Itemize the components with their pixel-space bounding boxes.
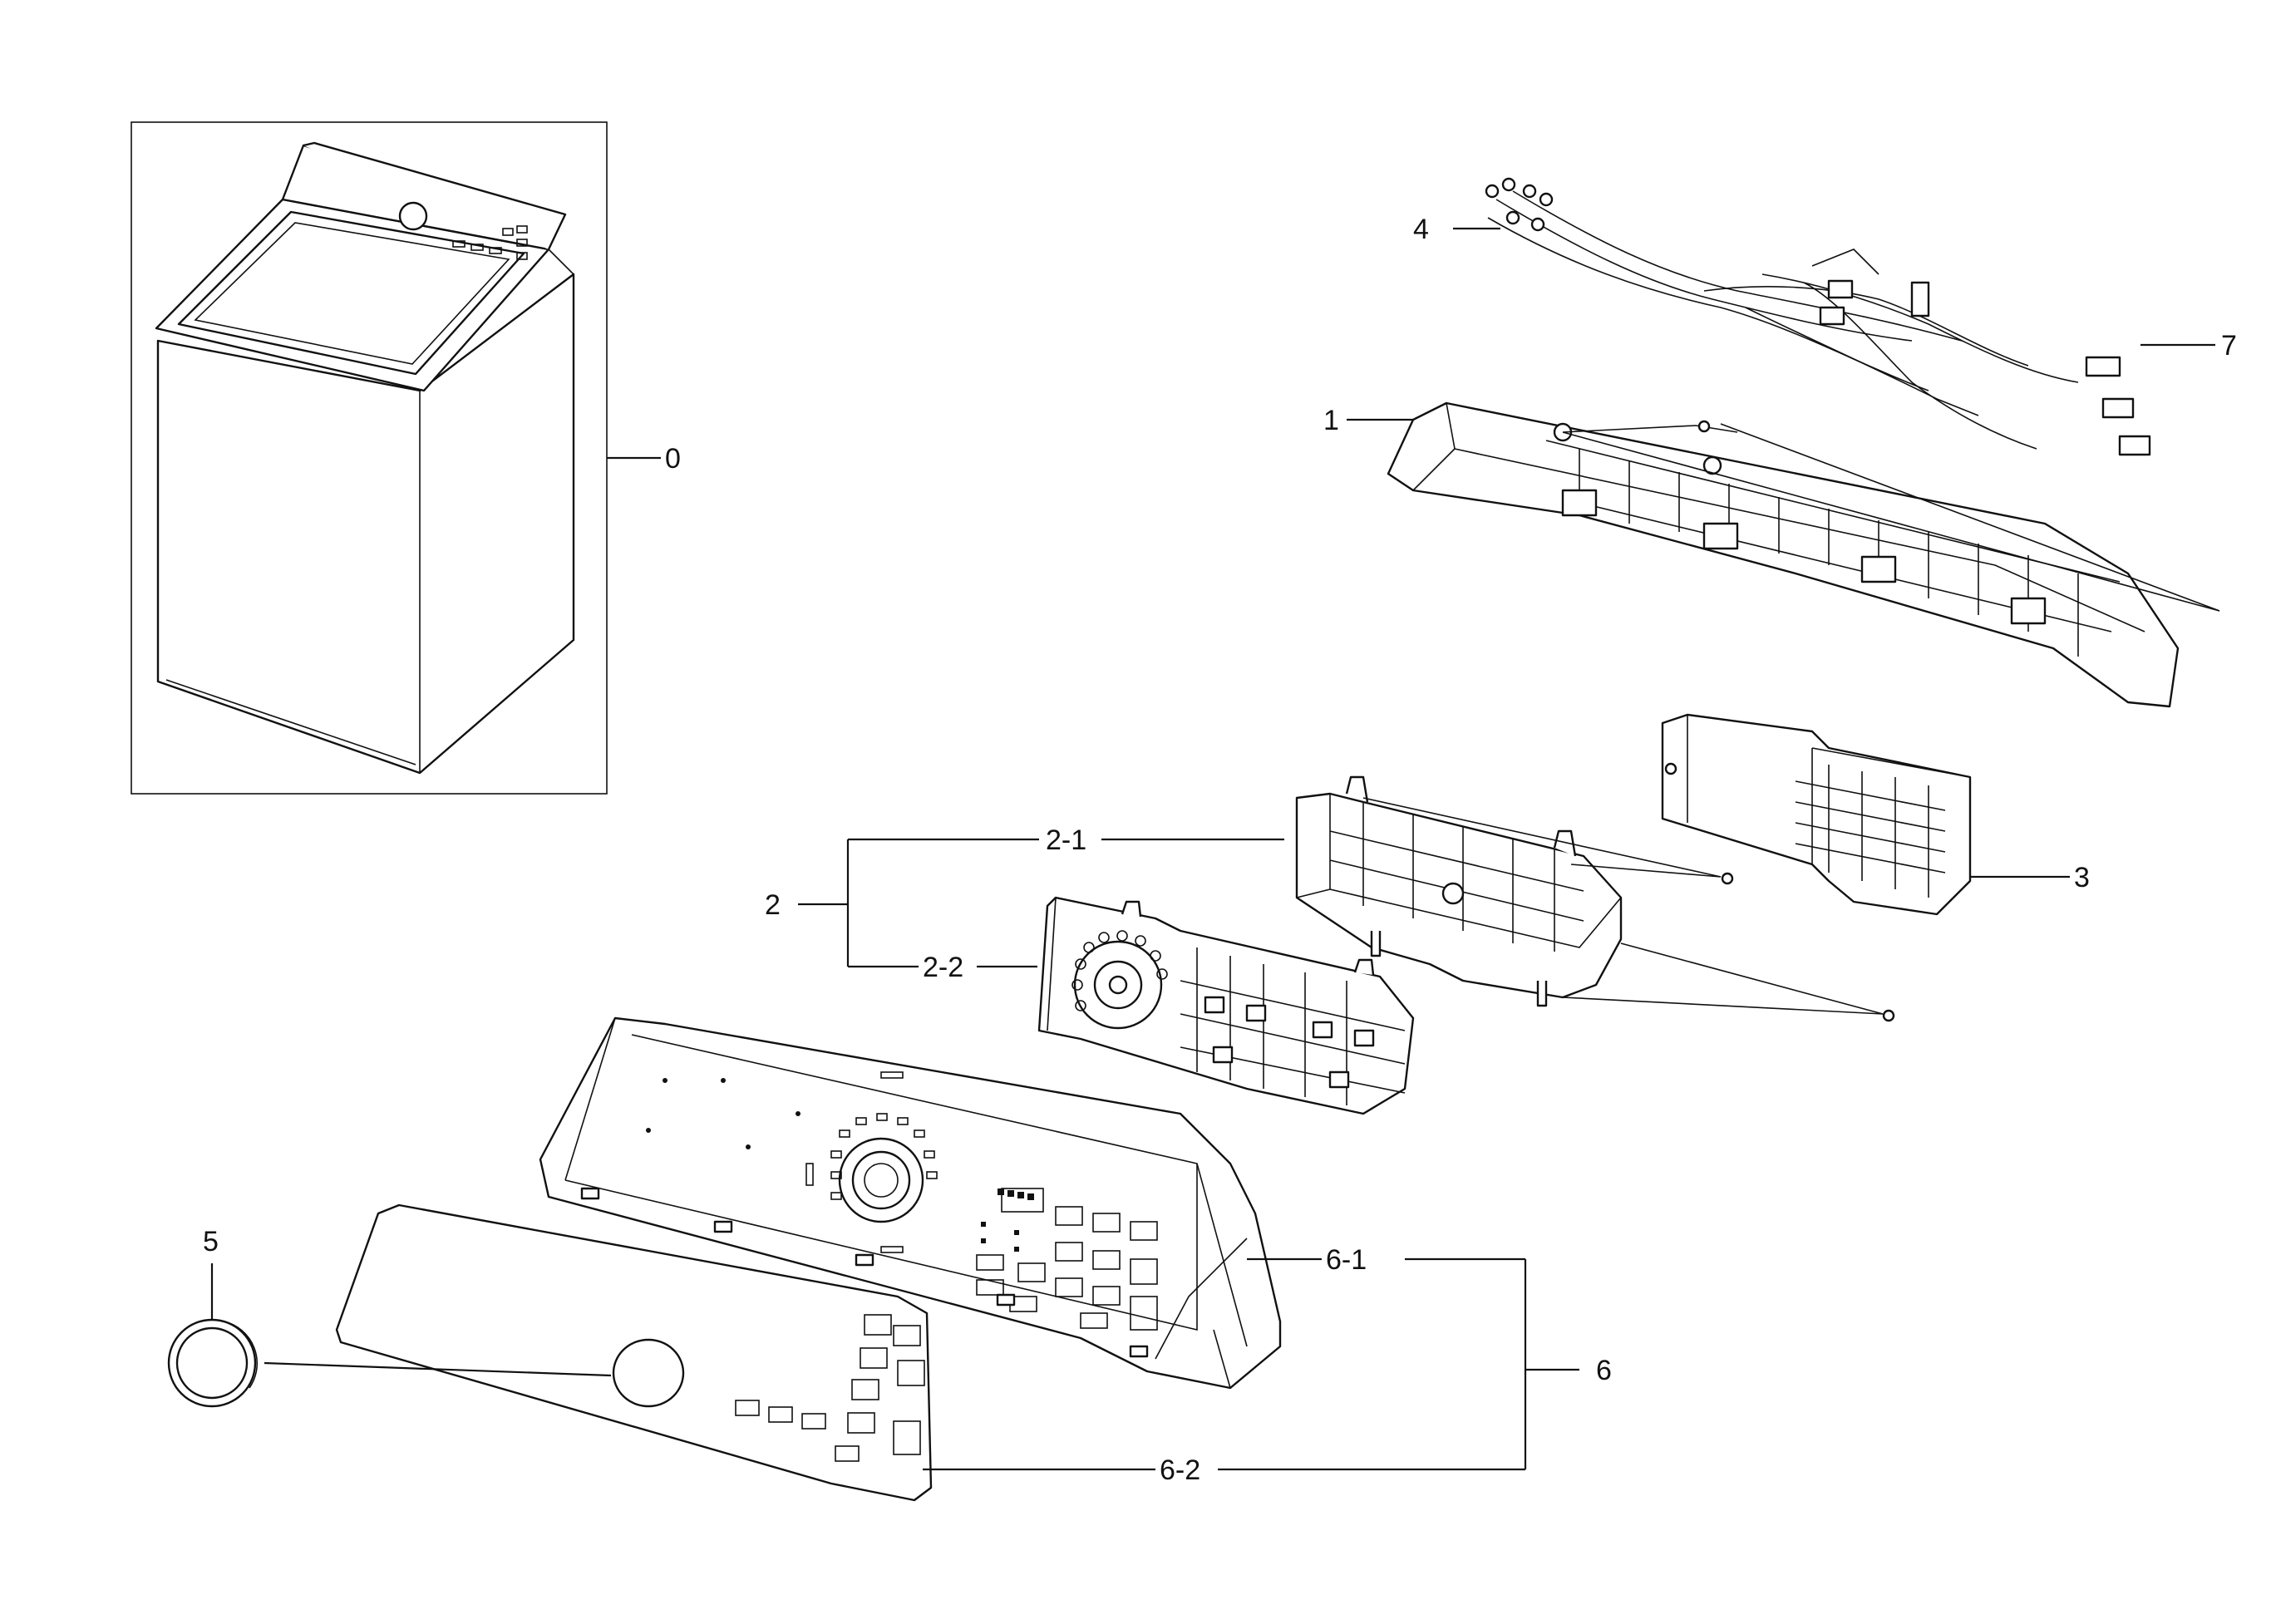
- label-part-0: 0: [665, 443, 681, 475]
- pcb-shield[interactable]: [1295, 775, 1623, 1007]
- leader-screw-2-1a: [1362, 797, 1722, 878]
- control-panel-overlay[interactable]: [335, 1203, 933, 1502]
- pcb-cover[interactable]: [1661, 713, 1972, 916]
- label-part-6-1: 6-1: [1326, 1244, 1367, 1276]
- label-part-3: 3: [2074, 862, 2090, 893]
- leader-screws-1: [1562, 425, 2220, 612]
- knob[interactable]: [167, 1318, 259, 1408]
- label-part-4: 4: [1413, 214, 1429, 245]
- label-part-6: 6: [1596, 1355, 1612, 1386]
- wire-harness[interactable]: [1485, 177, 2151, 456]
- washer-assembly[interactable]: [131, 121, 608, 795]
- label-part-2-1: 2-1: [1046, 824, 1086, 856]
- label-part-2-2: 2-2: [923, 952, 963, 983]
- label-part-7: 7: [2221, 330, 2237, 362]
- leader-knob: [264, 1361, 612, 1377]
- label-part-1: 1: [1323, 405, 1339, 436]
- label-part-2: 2: [765, 889, 781, 921]
- label-part-6-2: 6-2: [1160, 1454, 1200, 1486]
- panel-frame[interactable]: [1387, 401, 2180, 708]
- main-pcb[interactable]: [1037, 896, 1415, 1115]
- control-panel-housing[interactable]: [539, 1016, 1282, 1390]
- label-part-5: 5: [203, 1226, 219, 1257]
